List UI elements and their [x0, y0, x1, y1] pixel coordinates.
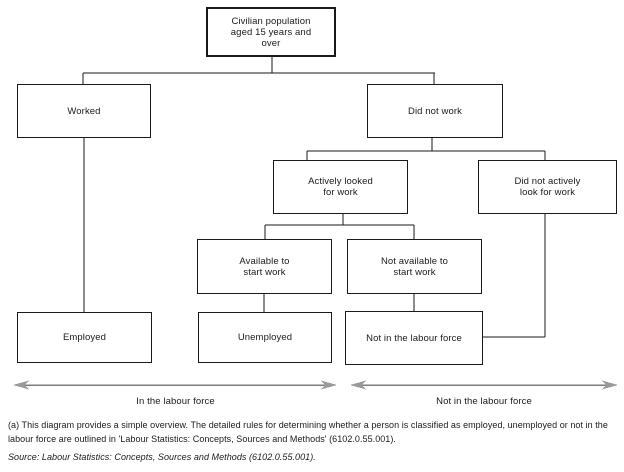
- node-label-line: look for work: [519, 187, 576, 198]
- node-label-line: aged 15 years and: [230, 26, 312, 38]
- node-worked: Worked: [17, 84, 151, 138]
- node-label-line: Actively looked: [308, 176, 373, 187]
- not-in-labour-force-label: Not in the labour force: [436, 396, 532, 407]
- node-not-available-to-start-work: Not available to start work: [347, 239, 482, 294]
- node-label-line: Did not actively: [514, 176, 581, 187]
- source-line: Source: Labour Statistics: Concepts, Sou…: [8, 452, 316, 462]
- in-labour-force-arrow: [13, 380, 337, 390]
- node-unemployed: Unemployed: [198, 312, 332, 363]
- node-actively-looked-for-work: Actively looked for work: [273, 160, 408, 214]
- in-labour-force-label: In the labour force: [136, 396, 215, 407]
- node-label-line: Not available to: [380, 255, 449, 267]
- node-label-line: Available to: [239, 255, 290, 267]
- node-label-line: Did not work: [408, 105, 462, 117]
- node-label-line: start work: [243, 266, 286, 278]
- footnote-a: (a) This diagram provides a simple overv…: [8, 420, 608, 444]
- node-civilian-population: Civilian population aged 15 years and ov…: [206, 7, 336, 57]
- node-label-line: Unemployed: [237, 332, 293, 343]
- node-label-line: over: [261, 37, 281, 49]
- node-label-line: Civilian population: [231, 15, 311, 27]
- node-employed: Employed: [17, 312, 152, 363]
- node-label-line: Worked: [67, 105, 101, 117]
- node-available-to-start-work: Available to start work: [197, 239, 332, 294]
- node-label-line: Employed: [62, 332, 107, 343]
- node-not-in-labour-force: Not in the labour force: [345, 311, 483, 365]
- not-in-labour-force-arrow: [350, 380, 618, 390]
- connectors: [82, 57, 546, 338]
- node-label-line: for work: [323, 187, 358, 198]
- node-did-not-work: Did not work: [367, 84, 503, 138]
- node-label-line: start work: [393, 266, 436, 278]
- node-label-line: Not in the labour force: [366, 332, 462, 344]
- node-did-not-actively-look: Did not actively look for work: [478, 160, 617, 214]
